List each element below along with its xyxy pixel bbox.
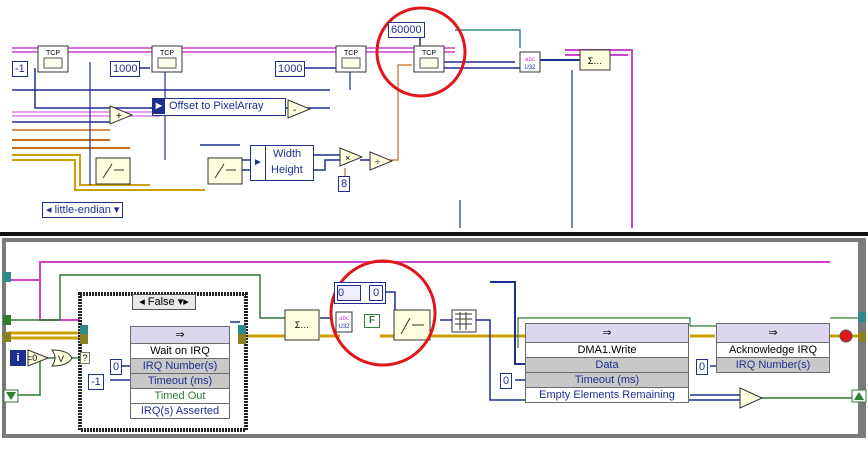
endianness-value: little-endian — [54, 204, 111, 216]
tcp-read-node-3[interactable]: TCP — [335, 45, 367, 73]
dma-empty-elements-row[interactable]: Empty Elements Remaining — [525, 387, 689, 403]
wait-node-title: Wait on IRQ — [130, 343, 230, 359]
array-to-cluster-node-bottom[interactable]: Σ… — [284, 309, 320, 341]
iteration-i-terminal: i — [10, 350, 26, 366]
greater-equal-node[interactable] — [739, 387, 764, 409]
svg-text:TCP: TCP — [160, 50, 174, 57]
boolean-false-constant[interactable]: F — [364, 314, 380, 328]
svg-text:TCP: TCP — [422, 50, 436, 57]
svg-text:Σ…: Σ… — [295, 320, 310, 330]
dma-write-node[interactable]: ⇒ DMA1.Write Data Timeout (ms) Empty Ele… — [525, 323, 689, 403]
ack-node-title: Acknowledge IRQ — [716, 342, 830, 358]
acknowledge-irq-node[interactable]: ⇒ Acknowledge IRQ IRQ Number(s) — [716, 323, 830, 373]
height-label: Height — [271, 164, 303, 176]
conversion-indicator: ? — [80, 352, 90, 364]
constant-neg1[interactable]: -1 — [12, 61, 28, 77]
constant-0-dma-timeout[interactable]: 0 — [500, 373, 513, 389]
svg-text:+: + — [116, 111, 122, 122]
svg-text:TCP: TCP — [46, 50, 60, 57]
constant-0-ack[interactable]: 0 — [696, 359, 709, 375]
ack-node-header: ⇒ — [716, 323, 830, 343]
equals-zero-node[interactable] — [27, 349, 50, 367]
chevron-down-icon: ▾ — [110, 204, 120, 216]
case-selector[interactable]: ◂ False ▾▸ — [132, 294, 196, 310]
svg-text:×: × — [345, 153, 350, 163]
dma-node-title: DMA1.Write — [525, 342, 689, 358]
constant-neg1-timeout[interactable]: -1 — [88, 374, 104, 390]
svg-text:U32: U32 — [338, 324, 350, 330]
equals-zero-label: =0 — [27, 353, 38, 363]
svg-text:Σ…: Σ… — [588, 56, 603, 66]
divide-node[interactable]: ÷ — [369, 151, 394, 171]
or-node[interactable]: V — [51, 349, 73, 367]
offset-label: Offset to PixelArray — [169, 100, 264, 112]
unflatten-node-1[interactable] — [95, 157, 131, 185]
svg-text:TCP: TCP — [344, 50, 358, 57]
highlight-circle-top — [375, 6, 467, 98]
case-selector-value: False — [147, 296, 175, 308]
array-index[interactable]: 0 — [337, 285, 361, 301]
wait-timeout-row[interactable]: Timeout (ms) — [130, 373, 230, 389]
svg-text:V: V — [58, 354, 64, 364]
offset-unbundle[interactable]: ►Offset to PixelArray — [152, 98, 286, 116]
constant-1000-a[interactable]: 1000 — [110, 61, 141, 77]
section-divider — [0, 232, 868, 236]
constant-8[interactable]: 8 — [338, 176, 351, 192]
stop-terminal[interactable] — [839, 329, 853, 343]
wait-node-header: ⇒ — [130, 326, 230, 344]
case-prev-icon[interactable]: ◂ — [139, 296, 148, 308]
tcp-read-node-1[interactable]: TCP — [37, 45, 69, 73]
highlight-circle-bottom — [329, 259, 437, 367]
dma-data-row[interactable]: Data — [525, 357, 689, 373]
array-subset-node[interactable] — [451, 309, 477, 333]
dma-timeout-row[interactable]: Timeout (ms) — [525, 372, 689, 388]
width-height-unbundle[interactable]: ► Width Height — [250, 145, 314, 181]
unflatten-node-bottom[interactable] — [393, 309, 431, 341]
tcp-read-node-4[interactable]: TCP — [413, 45, 445, 73]
wait-on-irq-node[interactable]: ⇒ Wait on IRQ IRQ Number(s) Timeout (ms)… — [130, 326, 230, 419]
subtract-node[interactable]: - — [287, 99, 312, 119]
svg-text:U32: U32 — [524, 65, 536, 71]
add-node[interactable]: + — [109, 105, 134, 125]
unflatten-node-2[interactable] — [207, 157, 243, 185]
array-element[interactable]: 0 — [369, 285, 383, 301]
svg-text:abc: abc — [339, 316, 349, 322]
width-label: Width — [273, 148, 302, 160]
ack-irq-number-row[interactable]: IRQ Number(s) — [716, 357, 830, 373]
constant-0-irq[interactable]: 0 — [110, 359, 123, 375]
constant-60000[interactable]: 60000 — [388, 22, 425, 38]
svg-text:abc: abc — [525, 57, 535, 63]
svg-text:÷: ÷ — [375, 157, 380, 167]
svg-text:-: - — [293, 105, 296, 116]
wait-irq-asserted-row[interactable]: IRQ(s) Asserted — [130, 403, 230, 419]
typecast-node-top[interactable]: abc U32 — [519, 51, 541, 73]
typecast-node-bottom[interactable]: abc U32 — [335, 311, 353, 333]
endianness-dropdown[interactable]: ◂ little-endian ▾ — [42, 202, 124, 218]
array-constant[interactable]: 0 0 — [334, 282, 386, 304]
multiply-node[interactable]: × — [339, 147, 364, 167]
array-to-cluster-node[interactable]: Σ… — [579, 49, 611, 71]
case-next-icon[interactable]: ▾▸ — [174, 296, 189, 308]
wait-timed-out-row[interactable]: Timed Out — [130, 388, 230, 404]
tcp-read-node-2[interactable]: TCP — [151, 45, 183, 73]
bottom-wires — [8, 261, 858, 401]
dma-node-header: ⇒ — [525, 323, 689, 343]
endianness-arrow-icon: ◂ — [46, 204, 55, 216]
wait-irq-number-row[interactable]: IRQ Number(s) — [130, 358, 230, 374]
constant-1000-b[interactable]: 1000 — [275, 61, 306, 77]
